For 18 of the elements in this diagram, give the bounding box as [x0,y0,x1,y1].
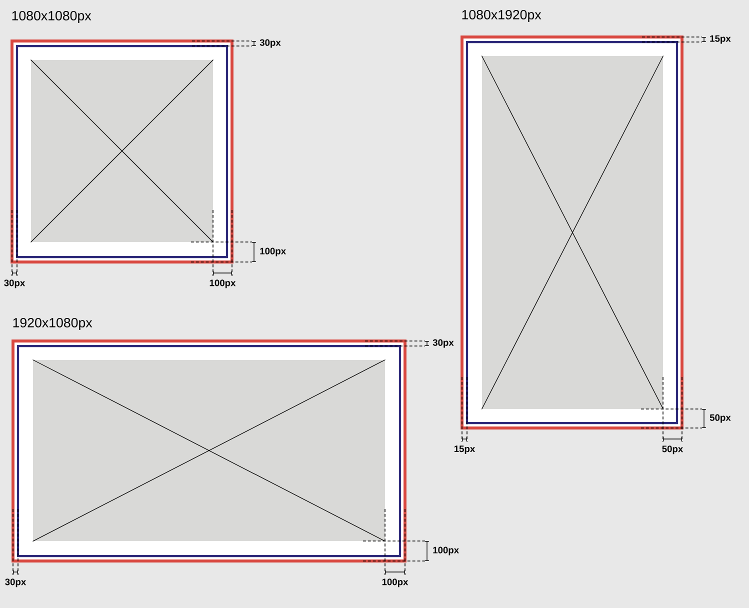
label: 15px [710,35,731,44]
image-placeholder [30,59,214,243]
node-label: 1080x1080px [12,10,92,24]
label: 100px [433,546,459,556]
label: 100px [210,280,236,288]
label: 30px [5,578,26,588]
label: 100px [260,248,286,256]
label: 100px [382,578,408,588]
node-label: 1920x1080px [13,318,92,330]
node-label: 1080x1920px [462,10,542,22]
label: 30px [260,39,281,48]
image-placeholder [32,359,386,542]
label: 50px [710,414,731,423]
label: 15px [454,446,476,454]
label: 30px [432,339,454,348]
label: 30px [4,280,26,288]
label: 50px [662,446,684,454]
image-placeholder [481,55,664,410]
